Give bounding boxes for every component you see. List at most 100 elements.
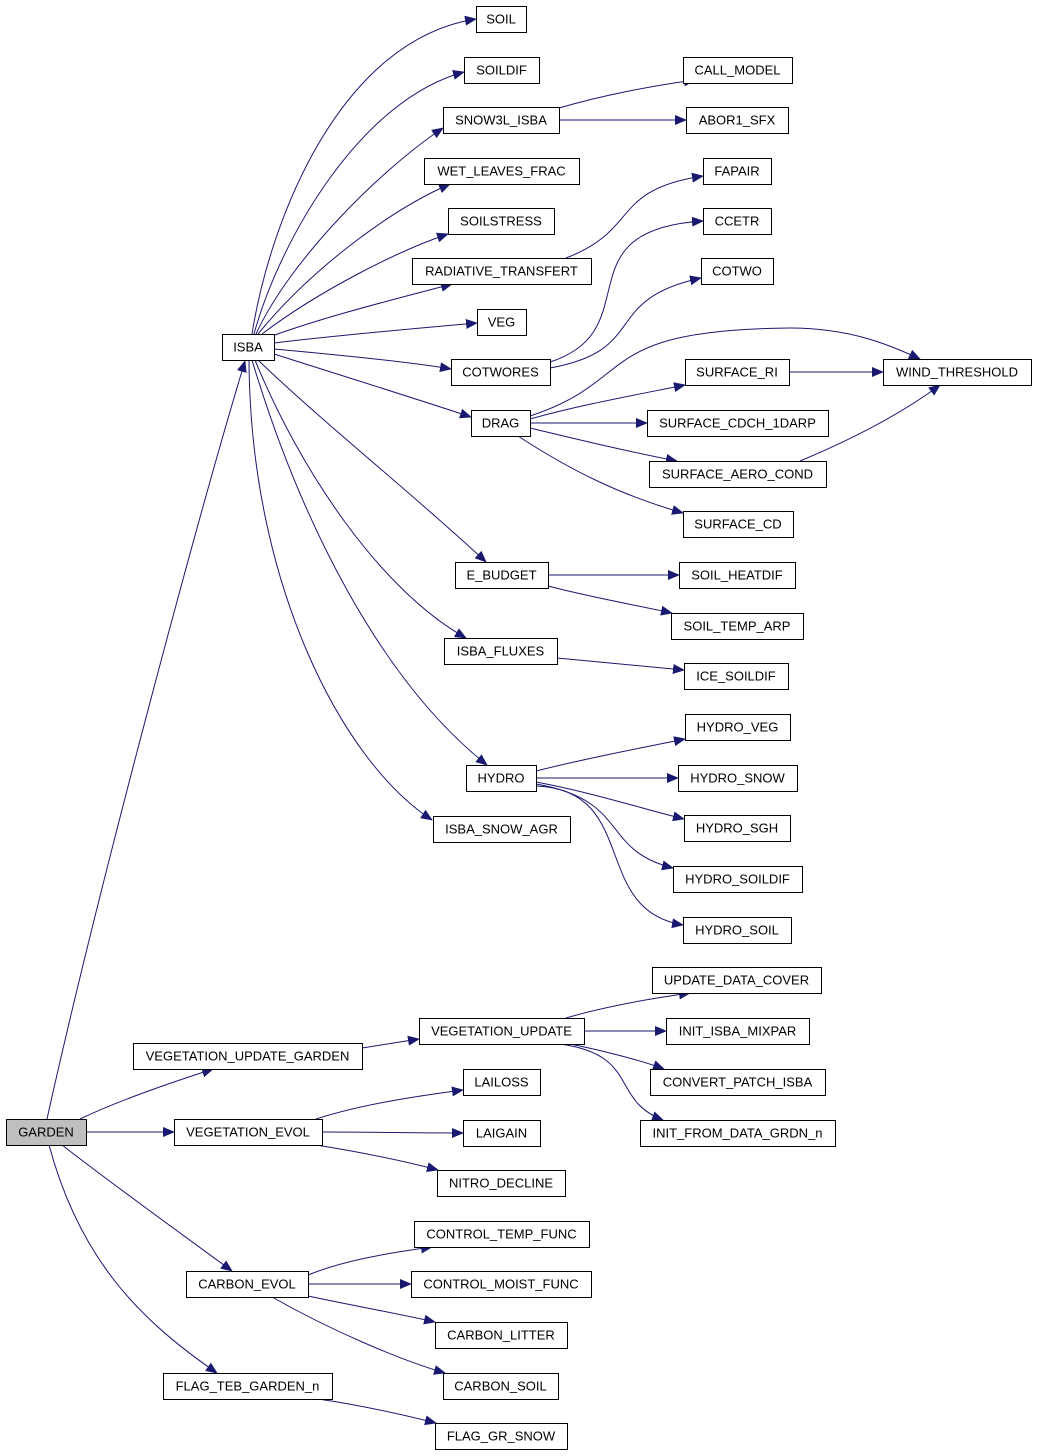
- edge-isba-to-cotwores: [273, 348, 452, 373]
- node-box: [671, 613, 804, 640]
- node-box: [683, 511, 794, 538]
- edge-surface-aero-cond-to-wind-threshold: [799, 384, 941, 462]
- edge-garden-to-vegetation-update-garden: [79, 1067, 214, 1120]
- node-surface-cdch-1darp[interactable]: SURFACE_CDCH_1DARP: [647, 410, 829, 437]
- node-box: [443, 1373, 559, 1400]
- node-box: [652, 967, 822, 994]
- node-label: CARBON_EVOL: [198, 1277, 296, 1292]
- node-box: [419, 1018, 585, 1045]
- node-laigain[interactable]: LAIGAIN: [463, 1120, 541, 1147]
- node-isba[interactable]: ISBA: [222, 334, 275, 361]
- node-hydro-soil[interactable]: HYDRO_SOIL: [683, 917, 792, 944]
- edge-vegetation-evol-to-nitro-decline: [315, 1144, 439, 1173]
- node-soil[interactable]: SOIL: [476, 6, 527, 33]
- node-label: LAILOSS: [474, 1075, 529, 1090]
- node-hydro-veg[interactable]: HYDRO_VEG: [685, 714, 791, 741]
- node-box: [649, 461, 827, 488]
- edge-hydro-to-hydro-soil: [535, 785, 684, 929]
- node-label: CONTROL_TEMP_FUNC: [426, 1227, 576, 1242]
- node-carbon-soil[interactable]: CARBON_SOIL: [443, 1373, 559, 1400]
- node-label: CCETR: [715, 214, 760, 229]
- edge-carbon-evol-to-carbon-litter: [307, 1295, 436, 1325]
- node-box: [476, 6, 527, 33]
- node-garden[interactable]: GARDEN: [6, 1119, 87, 1146]
- node-label: FLAG_TEB_GARDEN_n: [176, 1379, 320, 1394]
- edge-radiative-transfert-to-fapair: [565, 172, 704, 259]
- edges-layer: [46, 15, 941, 1426]
- node-box: [163, 1373, 333, 1400]
- node-carbon-litter[interactable]: CARBON_LITTER: [435, 1322, 568, 1349]
- node-box: [222, 334, 275, 361]
- node-soil-temp-arp[interactable]: SOIL_TEMP_ARP: [671, 613, 804, 640]
- node-box: [684, 663, 789, 690]
- node-isba-snow-agr[interactable]: ISBA_SNOW_AGR: [433, 816, 571, 843]
- node-surface-cd[interactable]: SURFACE_CD: [683, 511, 794, 538]
- edge-snow3l-isba-to-call-model: [558, 76, 696, 109]
- node-label: WET_LEAVES_FRAC: [437, 164, 565, 179]
- node-box: [435, 1423, 568, 1450]
- node-label: FLAG_GR_SNOW: [447, 1429, 556, 1444]
- node-box: [455, 562, 549, 589]
- node-hydro-soildif[interactable]: HYDRO_SOILDIF: [673, 866, 803, 893]
- node-box: [412, 258, 592, 285]
- node-vegetation-update[interactable]: VEGETATION_UPDATE: [419, 1018, 585, 1045]
- node-label: SURFACE_CD: [694, 517, 781, 532]
- node-label: NITRO_DECLINE: [449, 1176, 553, 1191]
- node-label: CARBON_LITTER: [447, 1328, 555, 1343]
- node-veg[interactable]: VEG: [477, 309, 527, 336]
- node-vegetation-evol[interactable]: VEGETATION_EVOL: [174, 1119, 323, 1146]
- node-label: INIT_ISBA_MIXPAR: [679, 1024, 797, 1039]
- node-abor1-sfx[interactable]: ABOR1_SFX: [686, 107, 789, 134]
- node-update-data-cover[interactable]: UPDATE_DATA_COVER: [652, 967, 822, 994]
- node-hydro[interactable]: HYDRO: [466, 765, 537, 792]
- node-call-model[interactable]: CALL_MODEL: [683, 57, 793, 84]
- edge-isba-to-soil: [251, 15, 477, 335]
- node-ccetr[interactable]: CCETR: [703, 208, 772, 235]
- node-label: VEGETATION_EVOL: [186, 1125, 310, 1140]
- node-box: [883, 359, 1032, 386]
- node-surface-ri[interactable]: SURFACE_RI: [685, 359, 790, 386]
- edge-vegetation-evol-to-laigain: [321, 1127, 464, 1138]
- node-nitro-decline[interactable]: NITRO_DECLINE: [437, 1170, 566, 1197]
- node-cotwo[interactable]: COTWO: [701, 258, 774, 285]
- node-convert-patch-isba[interactable]: CONVERT_PATCH_ISBA: [650, 1069, 826, 1096]
- node-isba-fluxes[interactable]: ISBA_FLUXES: [444, 638, 558, 665]
- node-drag[interactable]: DRAG: [471, 410, 531, 437]
- node-soilstress[interactable]: SOILSTRESS: [448, 208, 555, 235]
- node-flag-gr-snow[interactable]: FLAG_GR_SNOW: [435, 1423, 568, 1450]
- node-soildif[interactable]: SOILDIF: [464, 57, 540, 84]
- node-box: [647, 410, 829, 437]
- node-label: HYDRO_VEG: [697, 720, 779, 735]
- node-wind-threshold[interactable]: WIND_THRESHOLD: [883, 359, 1032, 386]
- node-lailoss[interactable]: LAILOSS: [463, 1069, 541, 1096]
- edge-isba-to-drag: [273, 353, 472, 419]
- node-init-from-data-grdn-n[interactable]: INIT_FROM_DATA_GRDN_n: [640, 1120, 836, 1147]
- node-vegetation-update-garden[interactable]: VEGETATION_UPDATE_GARDEN: [133, 1043, 363, 1070]
- node-carbon-evol[interactable]: CARBON_EVOL: [186, 1271, 309, 1298]
- node-fapair[interactable]: FAPAIR: [703, 158, 772, 185]
- node-soil-heatdif[interactable]: SOIL_HEATDIF: [679, 562, 796, 589]
- node-control-moist-func[interactable]: CONTROL_MOIST_FUNC: [411, 1271, 592, 1298]
- edge-flag-teb-garden-n-to-flag-gr-snow: [317, 1398, 437, 1426]
- node-label: HYDRO: [478, 771, 525, 786]
- node-wet-leaves-frac[interactable]: WET_LEAVES_FRAC: [424, 158, 580, 185]
- node-box: [443, 107, 560, 134]
- edge-garden-to-flag-teb-garden-n: [48, 1144, 218, 1374]
- node-snow3l-isba[interactable]: SNOW3L_ISBA: [443, 107, 560, 134]
- node-ice-soildif[interactable]: ICE_SOILDIF: [684, 663, 789, 690]
- node-init-isba-mixpar[interactable]: INIT_ISBA_MIXPAR: [666, 1018, 810, 1045]
- node-label: SOILSTRESS: [460, 214, 542, 229]
- node-flag-teb-garden-n[interactable]: FLAG_TEB_GARDEN_n: [163, 1373, 333, 1400]
- node-surface-aero-cond[interactable]: SURFACE_AERO_COND: [649, 461, 827, 488]
- node-radiative-transfert[interactable]: RADIATIVE_TRANSFERT: [412, 258, 592, 285]
- node-label: SNOW3L_ISBA: [455, 113, 547, 128]
- node-hydro-snow[interactable]: HYDRO_SNOW: [678, 765, 798, 792]
- node-box: [679, 562, 796, 589]
- node-control-temp-func[interactable]: CONTROL_TEMP_FUNC: [414, 1221, 590, 1248]
- edge-isba-to-soildif: [253, 70, 465, 335]
- node-label: SOIL_TEMP_ARP: [684, 619, 791, 634]
- node-cotwores[interactable]: COTWORES: [451, 359, 551, 386]
- node-e-budget[interactable]: E_BUDGET: [455, 562, 549, 589]
- edge-isba-fluxes-to-ice-soildif: [556, 657, 685, 674]
- node-hydro-sgh[interactable]: HYDRO_SGH: [684, 815, 791, 842]
